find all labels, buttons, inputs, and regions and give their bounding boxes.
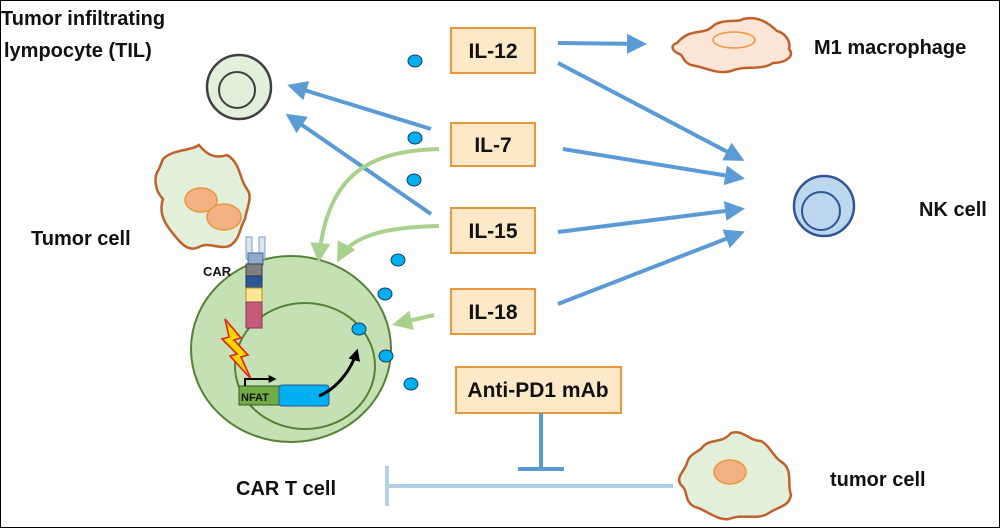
m1-macrophage-label: M1 macrophage	[814, 37, 966, 59]
il7-label: IL-7	[474, 134, 511, 157]
arrow-il7-til	[287, 81, 432, 131]
tumor-cell-right-label: tumor cell	[830, 469, 926, 491]
til-cell	[205, 53, 273, 121]
il18-box: IL-18	[450, 288, 536, 335]
cytokine-dot	[378, 349, 394, 363]
cytokine-dot	[351, 322, 367, 336]
car-label: CAR	[203, 264, 232, 279]
m1-macrophage-cell	[671, 16, 793, 74]
green-arrows	[310, 147, 440, 331]
cytokine-dot	[403, 377, 419, 391]
pd1-inhibition	[385, 413, 673, 506]
il15-label: IL-15	[468, 220, 517, 243]
cytokine-dot	[407, 54, 423, 68]
til-label-line1: Tumor infiltrating	[1, 8, 165, 30]
nfat-gene-construct	[238, 375, 330, 407]
cytokine-dots	[351, 54, 423, 391]
tumor-cell-right	[677, 430, 793, 521]
il12-box: IL-12	[450, 27, 536, 74]
arrow-il15-cart	[337, 224, 440, 263]
il12-label: IL-12	[468, 40, 517, 63]
car-t-cell	[190, 255, 392, 443]
anti-pd1-label: Anti-PD1 mAb	[467, 379, 608, 402]
arrow-il15-til	[285, 113, 433, 216]
arrow-il18-nk	[557, 229, 745, 306]
arrow-il12-m1	[557, 33, 647, 54]
car-t-cell-label: CAR T cell	[236, 478, 336, 500]
il7-box: IL-7	[450, 122, 536, 167]
nk-cell	[792, 174, 856, 238]
il18-label: IL-18	[468, 301, 517, 324]
cytokine-dot	[407, 131, 423, 145]
anti-pd1-box: Anti-PD1 mAb	[455, 366, 622, 414]
tumor-cell-left	[154, 143, 251, 250]
arrow-il15-nk	[557, 201, 745, 234]
tumor-cell-left-label: Tumor cell	[31, 228, 131, 250]
transcription-arrow	[318, 348, 360, 398]
til-label-line2: lympocyte (TIL)	[4, 40, 152, 62]
arrow-il18-cart	[392, 310, 435, 331]
nfat-label: NFAT	[241, 392, 269, 404]
arrow-il7-nk	[562, 147, 745, 186]
car-receptor	[245, 236, 266, 329]
arrow-il12-nk	[557, 61, 745, 161]
cytokine-dot	[377, 287, 393, 301]
nk-cell-label: NK cell	[919, 199, 987, 221]
arrow-il7-cart	[310, 147, 440, 263]
il15-box: IL-15	[450, 207, 536, 254]
blue-arrows	[285, 33, 745, 306]
cytokine-dot	[406, 173, 422, 187]
cytokine-dot	[390, 253, 406, 267]
